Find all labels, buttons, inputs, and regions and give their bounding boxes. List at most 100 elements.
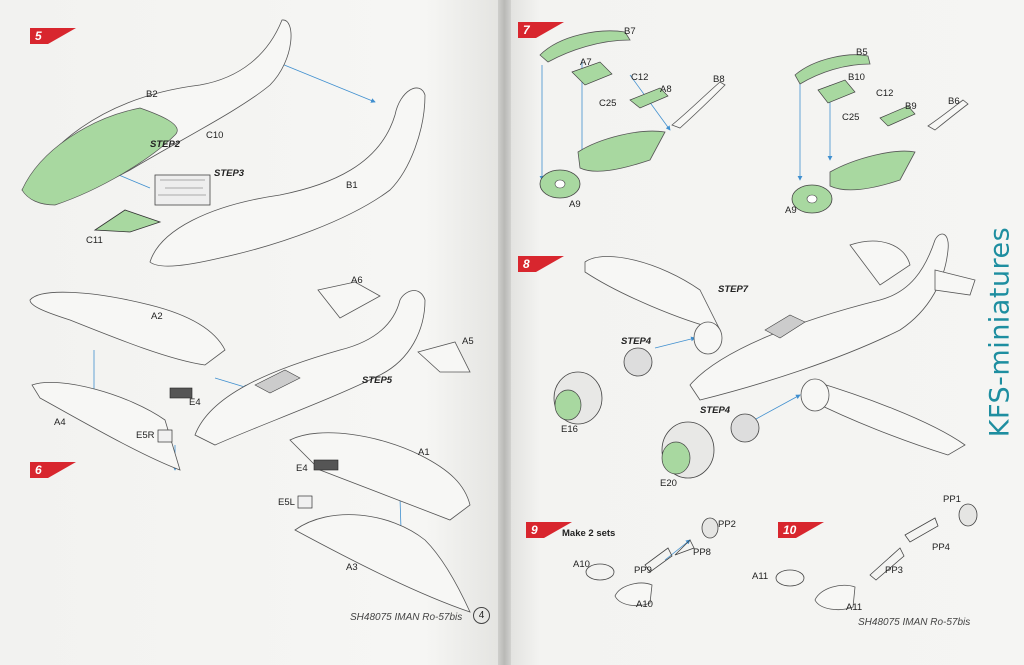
label-a11-ring: A11 xyxy=(752,571,769,582)
step-number: 5 xyxy=(35,29,42,43)
canopy-b7 xyxy=(539,30,631,63)
label-a3: A3 xyxy=(346,562,358,573)
step-number: 10 xyxy=(783,523,797,537)
label-a1: A1 xyxy=(418,447,430,458)
step-flag-7: 7 xyxy=(518,22,564,38)
ref-step5: STEP5 xyxy=(362,375,393,386)
right-page-footer: SH48075 IMAN Ro-57bis xyxy=(858,617,971,628)
label-e5l: E5L xyxy=(278,497,295,508)
fuselage-green-panel-right xyxy=(829,150,916,191)
part-e5l xyxy=(297,495,313,509)
wing-upper-a1 xyxy=(289,432,471,521)
label-a10-spinner: A10 xyxy=(636,599,653,610)
part-a10-ring xyxy=(585,563,615,581)
ref-step2: STEP2 xyxy=(150,139,181,150)
engine-radial-right xyxy=(730,413,760,443)
step-number: 6 xyxy=(35,463,42,477)
part-a11-ring xyxy=(775,569,805,587)
step-9-note: Make 2 sets xyxy=(562,528,616,539)
part-e4-upper xyxy=(169,387,193,399)
label-a9-left: A9 xyxy=(569,199,581,210)
ref-step4-right: STEP4 xyxy=(700,405,731,416)
canopy-frame-right xyxy=(817,79,969,131)
label-a8: A8 xyxy=(660,84,672,95)
spinner-a11 xyxy=(814,584,856,611)
ref-step7: STEP7 xyxy=(718,284,749,295)
label-a4: A4 xyxy=(54,417,66,428)
label-a2: A2 xyxy=(151,311,163,322)
wing-lower-a3 xyxy=(294,514,471,613)
label-pp9: PP9 xyxy=(634,565,652,576)
label-e16: E16 xyxy=(561,424,578,435)
part-e4-lower xyxy=(313,459,339,471)
label-pp1: PP1 xyxy=(943,494,961,505)
label-e20: E20 xyxy=(660,478,677,489)
step-number: 8 xyxy=(523,257,530,271)
label-e5r: E5R xyxy=(136,430,155,441)
cockpit-tub xyxy=(154,174,211,206)
tailplane-a5 xyxy=(417,341,471,373)
label-e4-lower: E4 xyxy=(296,463,308,474)
step-flag-5: 5 xyxy=(30,28,76,44)
label-b7: B7 xyxy=(624,26,636,37)
ref-step4-left: STEP4 xyxy=(621,336,652,347)
step-flag-6: 6 xyxy=(30,462,76,478)
canopy-b5 xyxy=(794,54,871,85)
fuselage-half-b2 xyxy=(21,19,292,206)
engine-nacelle-e20 xyxy=(661,421,715,479)
spinner-a10 xyxy=(614,582,653,607)
step-flag-9: 9 xyxy=(526,522,572,538)
booklet-spine xyxy=(498,0,511,665)
label-b1: B1 xyxy=(346,180,358,191)
wing-lower-a4 xyxy=(31,382,181,471)
label-a9-right: A9 xyxy=(785,205,797,216)
part-e5r xyxy=(157,429,173,443)
label-c25-right: C25 xyxy=(842,112,860,123)
step-number: 7 xyxy=(523,23,530,37)
tailplane-a6 xyxy=(317,281,381,319)
label-a5: A5 xyxy=(462,336,474,347)
right-page xyxy=(509,0,1024,665)
step-flag-8: 8 xyxy=(518,256,564,272)
canopy-frame-left xyxy=(571,61,726,129)
engine-nacelle-e16 xyxy=(553,371,603,425)
label-b5: B5 xyxy=(856,47,868,58)
engine-radial-left xyxy=(623,347,653,377)
label-b6: B6 xyxy=(948,96,960,107)
label-b8: B8 xyxy=(713,74,725,85)
label-c12-right: C12 xyxy=(876,88,894,99)
label-a10-ring: A10 xyxy=(573,559,590,570)
label-c11: C11 xyxy=(86,235,103,246)
part-c11 xyxy=(93,209,162,233)
aircraft-assembled xyxy=(584,233,976,456)
page-number: 4 xyxy=(473,607,490,624)
label-e4-upper: E4 xyxy=(189,397,201,408)
wing-upper-a2 xyxy=(29,291,226,366)
propeller-pp3 xyxy=(869,547,905,581)
propeller-pp9 xyxy=(644,539,695,573)
watermark: KFS-miniatures xyxy=(984,226,1016,438)
label-b2: B2 xyxy=(146,89,158,100)
fuselage-half-b1 xyxy=(149,87,426,267)
step-flag-10: 10 xyxy=(778,522,824,538)
label-b9: B9 xyxy=(905,101,917,112)
hub-pp1 xyxy=(958,503,978,527)
fuselage-assembled xyxy=(194,290,426,446)
label-c10: C10 xyxy=(206,130,224,141)
propeller-pp4 xyxy=(904,517,939,543)
assembly-arrows xyxy=(91,59,833,561)
label-pp2: PP2 xyxy=(718,519,736,530)
label-c25-left: C25 xyxy=(599,98,617,109)
label-pp3: PP3 xyxy=(885,565,903,576)
label-b10: B10 xyxy=(848,72,865,83)
fuselage-green-panel-left xyxy=(577,130,666,172)
step-number: 9 xyxy=(531,523,538,537)
left-page-footer: SH48075 IMAN Ro-57bis xyxy=(350,612,463,623)
label-a7: A7 xyxy=(580,57,592,68)
label-a6: A6 xyxy=(351,275,363,286)
label-c12-left: C12 xyxy=(631,72,649,83)
label-a11-spinner: A11 xyxy=(846,602,863,613)
label-pp8: PP8 xyxy=(693,547,711,558)
